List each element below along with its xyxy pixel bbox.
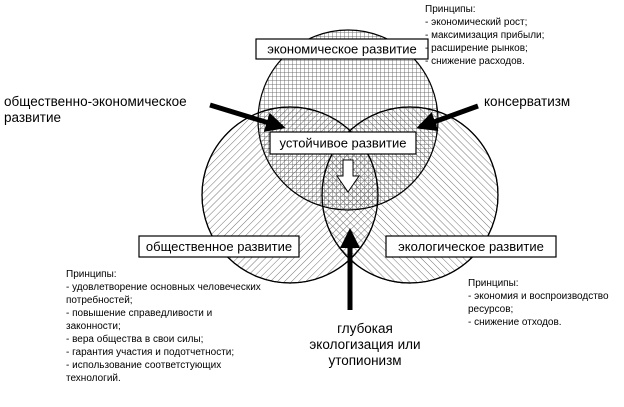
box-economic: экономическое развитие: [255, 38, 429, 60]
principle-item: повышение справедливости и законности;: [66, 307, 266, 333]
label-socioeconomic: общественно-экономическое развитие: [4, 94, 187, 125]
principles-ecological-title: Принципы:: [468, 278, 519, 289]
principle-item: снижение расходов.: [425, 55, 620, 68]
principles-social-title: Принципы:: [66, 269, 117, 280]
principle-item: удовлетворение основных человеческих пот…: [66, 281, 266, 307]
principle-item: использование соответстующих технологий.: [66, 359, 266, 385]
principles-ecological: Принципы: экономия и воспроизводство рес…: [468, 277, 618, 329]
box-social: общественное развитие: [138, 235, 300, 258]
box-ecological: экологическое развитие: [385, 235, 557, 258]
principle-item: экономический рост;: [425, 16, 620, 29]
principles-economic-list: экономический рост;максимизация прибыли;…: [425, 16, 620, 68]
principle-item: экономия и воспроизводство ресурсов;: [468, 290, 618, 316]
box-sustainable: устойчивое развитие: [269, 131, 417, 155]
conservatism-arrow: [416, 103, 479, 131]
sustainable-down-arrow: [336, 159, 360, 193]
principles-economic-title: Принципы:: [425, 4, 476, 15]
box-sustainable-label: устойчивое развитие: [280, 136, 407, 151]
principle-item: максимизация прибыли;: [425, 29, 620, 42]
principle-item: вера общества в свои силы;: [66, 333, 266, 346]
principle-item: расширение рынков;: [425, 42, 620, 55]
principles-social: Принципы: удовлетворение основных челове…: [66, 268, 266, 385]
principle-item: снижение отходов.: [468, 316, 618, 329]
principle-item: гарантия участия и подотчетности;: [66, 346, 266, 359]
box-social-label: общественное развитие: [146, 239, 292, 254]
principles-social-list: удовлетворение основных человеческих пот…: [66, 281, 266, 385]
box-ecological-label: экологическое развитие: [398, 239, 544, 254]
box-economic-label: экономическое развитие: [267, 42, 417, 57]
socioeconomic-arrow: [209, 102, 286, 132]
label-conservatism: консерватизм: [484, 94, 571, 109]
principles-ecological-list: экономия и воспроизводство ресурсов;сниж…: [468, 290, 618, 329]
label-deep-ecologization: глубокая экологизация или утопионизм: [309, 321, 421, 368]
principles-economic: Принципы: экономический рост;максимизаци…: [425, 3, 620, 68]
